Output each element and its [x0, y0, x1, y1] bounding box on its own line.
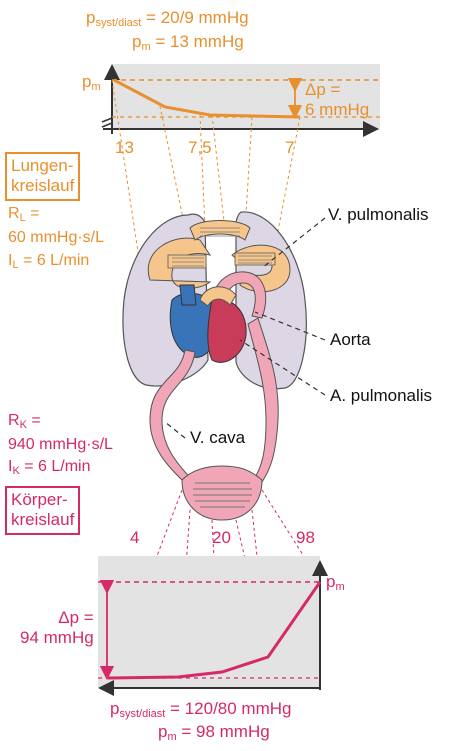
lung-resistance: RL = 60 mmHg·s/L: [8, 205, 105, 246]
body-circuit-box: Körper- kreislauf: [5, 486, 81, 535]
systemic-mean-pressure: pm = 98 mmHg: [158, 722, 270, 743]
systemic-chart-y-label: pm: [326, 572, 345, 593]
systemic-capillary-bed: [181, 465, 263, 521]
pulmonary-top-capillary: [189, 220, 251, 241]
systemic-pressure-curve: [107, 581, 322, 680]
systemic-tick-20: 20: [212, 528, 231, 547]
systemic-delta-label: Δp = 94 mmHg: [20, 608, 94, 647]
pulmonary-chart-y-label: pm: [82, 72, 101, 93]
label-aorta: Aorta: [330, 330, 371, 349]
pulmonary-syst-diast-pressure: psyst/diast = 20/9 mmHg: [86, 8, 249, 29]
pulmonary-artery: [199, 286, 237, 307]
lung-flow: IL = 6 L/min: [8, 252, 90, 271]
systemic-tick-98: 98: [296, 528, 315, 547]
body-flow: IK = 6 L/min: [8, 458, 91, 477]
systemic-chart-panel: [98, 556, 320, 688]
pulmonary-pressure-curve: [113, 78, 301, 119]
left-heart: [207, 298, 247, 363]
lung-circuit-box: Lungen- kreislauf: [5, 152, 81, 201]
label-v-pulmonalis: V. pulmonalis: [328, 205, 429, 224]
label-leader-lines: [164, 217, 326, 439]
label-a-pulmonalis: A. pulmonalis: [330, 386, 433, 405]
heart: [169, 271, 267, 363]
systemic-pressure-chart: [98, 556, 328, 696]
pulmonary-projection-lines: [111, 79, 301, 266]
systemic-tick-4: 4: [130, 528, 140, 547]
pulmonary-mean-pressure: pm = 13 mmHg: [132, 32, 244, 53]
pulmonary-delta-label: Δp = 6 mmHg: [305, 80, 370, 119]
systemic-vessels: [149, 317, 279, 521]
pulmonary-tick-7: 7: [285, 138, 295, 157]
label-v-cava: V. cava: [190, 428, 246, 447]
pulmonary-chart-panel: [112, 64, 380, 130]
systemic-syst-diast-pressure: psyst/diast = 120/80 mmHg: [110, 699, 292, 720]
axis-break-2: [101, 122, 113, 128]
body-resistance: RK = 940 mmHg·s/L: [8, 412, 113, 453]
vena-cava-superior: [179, 284, 197, 306]
pulmonary-tick-13: 13: [115, 138, 134, 157]
pulmonary-tick-7-5: 7,5: [188, 138, 212, 157]
axis-break-1: [101, 117, 113, 123]
pulmonary-pressure-chart: [101, 64, 380, 137]
